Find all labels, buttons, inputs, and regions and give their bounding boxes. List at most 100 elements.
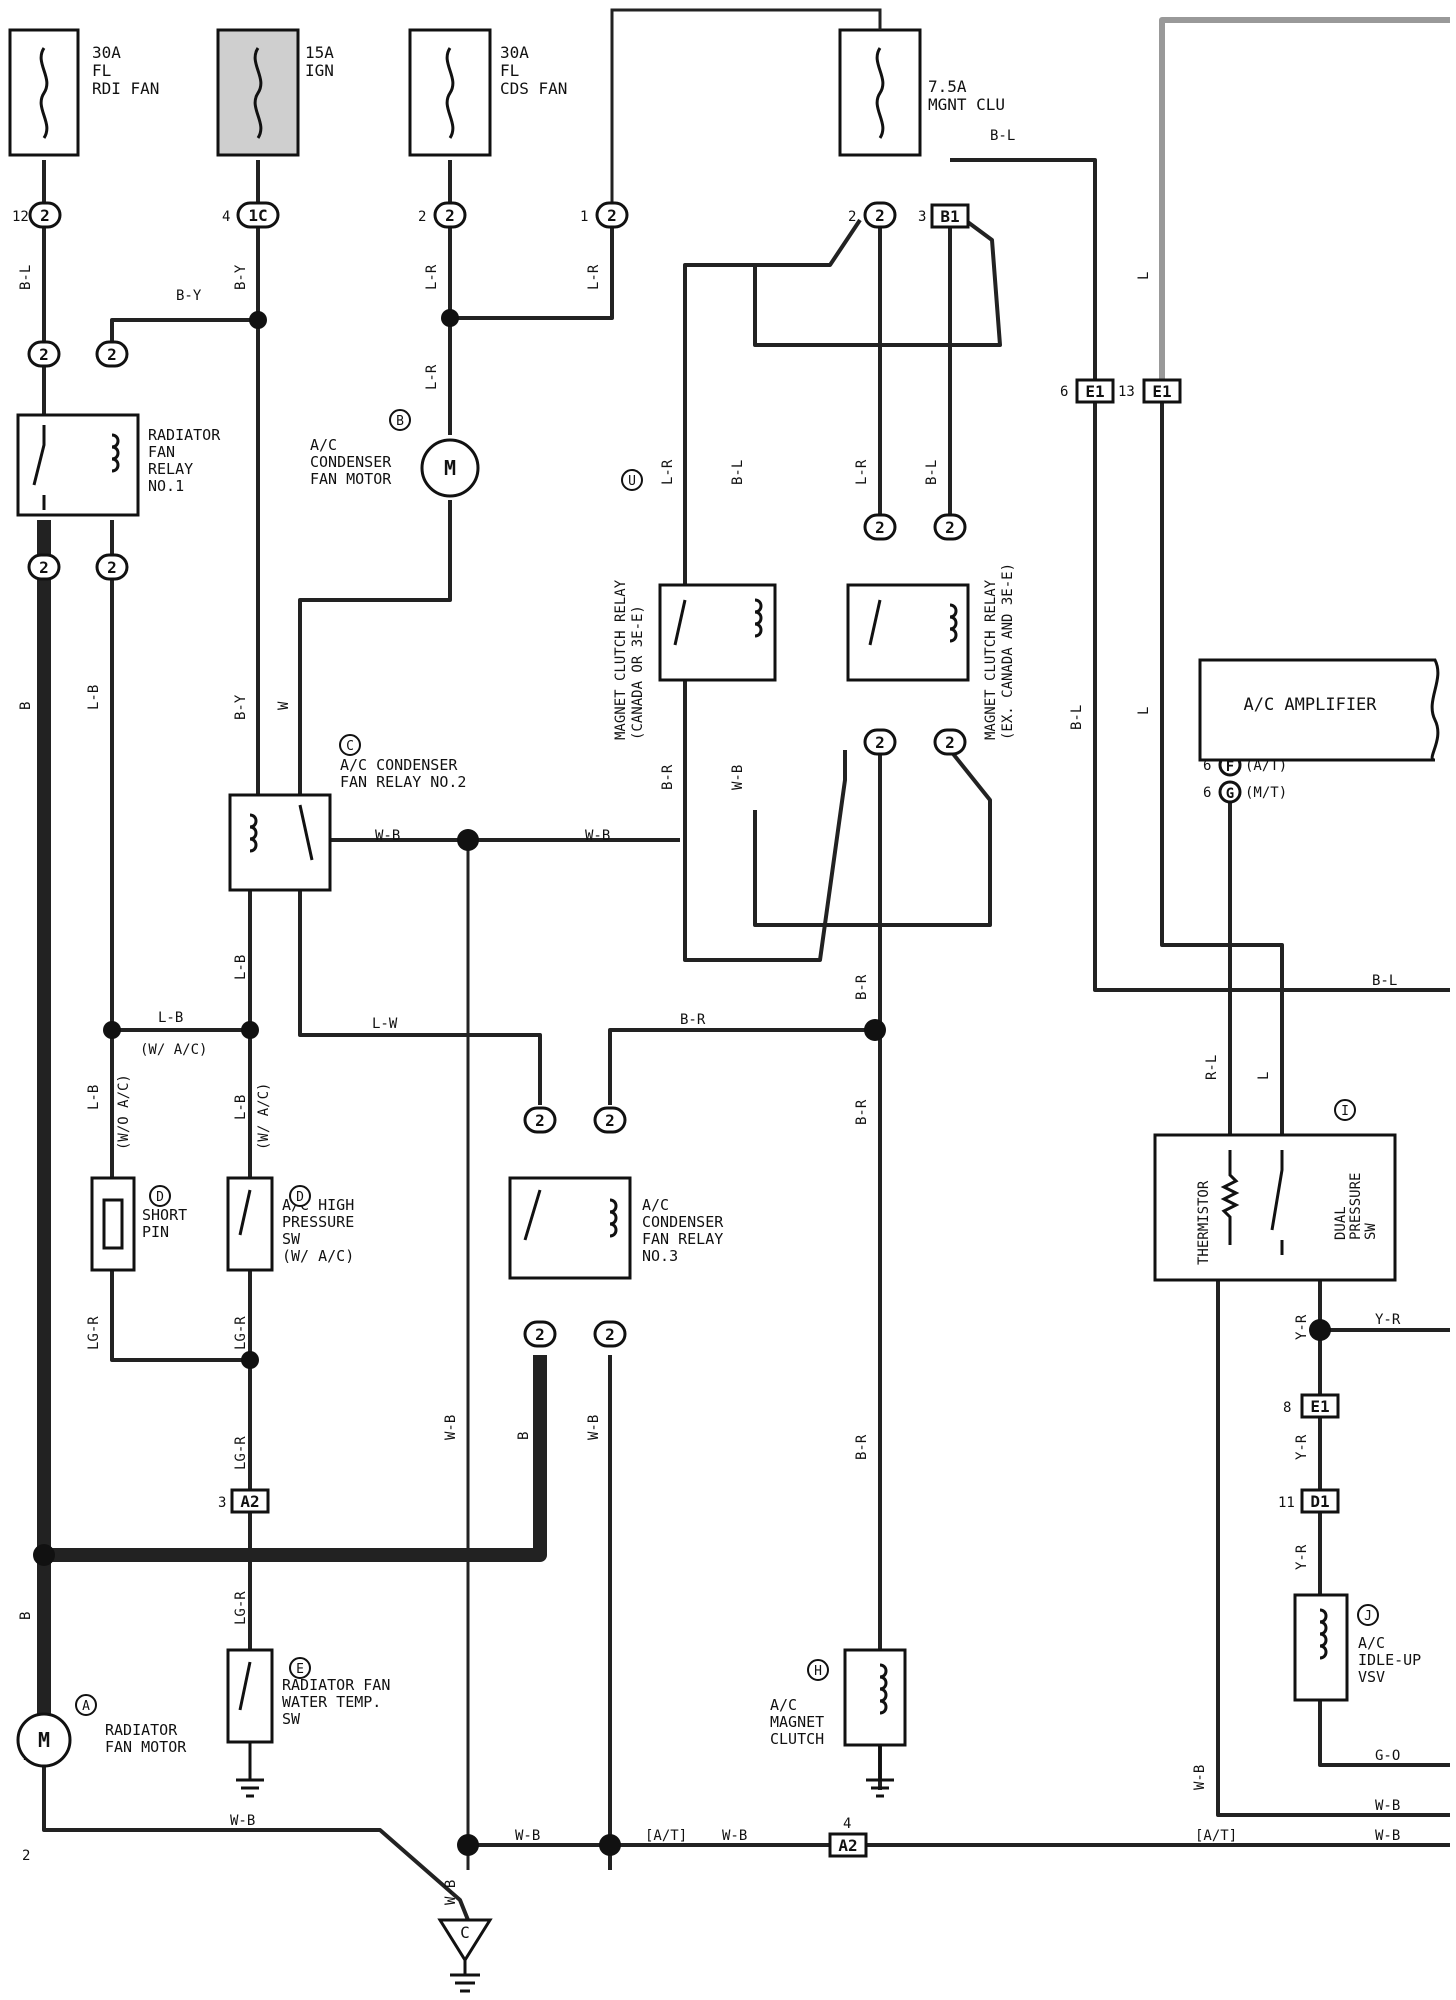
- component-letter: [289, 1185, 311, 1207]
- component-label: A/C AMPLIFIER: [1243, 695, 1377, 715]
- component-letter-text: B: [396, 414, 404, 429]
- component-label: A/C: [770, 1696, 797, 1714]
- junction-dot: [33, 1544, 55, 1566]
- wire-thermistor-pin3: [1216, 1280, 1450, 1817]
- component-letter: [289, 1657, 311, 1679]
- component-label: A/C CONDENSER: [340, 756, 458, 774]
- wire-color-label: B: [18, 702, 34, 710]
- wire-color-label: B-L: [730, 460, 746, 485]
- junction-dot: [457, 829, 479, 851]
- component-label: RADIATOR: [148, 426, 221, 444]
- pin-number: 4: [222, 209, 230, 225]
- component-letter: [807, 1659, 829, 1681]
- wire-mc-bl: [950, 158, 1097, 380]
- ac-amplifier: A/C AMPLIFIER: [1198, 658, 1440, 762]
- connector-badge: [595, 201, 629, 229]
- note-label: (M/T): [1245, 785, 1287, 801]
- component-letter-text: C: [346, 739, 354, 754]
- connector-label: 2: [945, 733, 955, 752]
- component-label: (EX. CANADA AND 3E-E): [1000, 563, 1016, 740]
- connector-badge: [863, 201, 897, 229]
- wire-color-label: W: [276, 701, 292, 710]
- wire-by-branch: [110, 318, 258, 345]
- connector-badge: [933, 513, 967, 541]
- wire-color-label: LG-R: [233, 1591, 249, 1625]
- component-label: WATER TEMP.: [282, 1693, 381, 1711]
- component-label: SHORT: [142, 1206, 187, 1224]
- component-label: RADIATOR: [105, 1721, 178, 1739]
- wire-l-loop: [1160, 400, 1284, 1140]
- component-label: FAN: [148, 443, 175, 461]
- wire-mc-loop: [753, 748, 992, 927]
- connector-badge: [828, 1832, 868, 1858]
- wire-mc-left-b: [753, 218, 1002, 347]
- pin-number: 11: [1278, 1495, 1295, 1511]
- wire-br: [608, 1028, 875, 1105]
- wire-color-label: W-B: [1192, 1765, 1208, 1790]
- wire-color-label: Y-R: [1294, 1434, 1310, 1460]
- wire-motor-pin1-w: [298, 500, 452, 795]
- pin-number: 6: [1203, 785, 1211, 801]
- ac-condenser-fan-relay-no3: A/C CONDENSER FAN RELAY NO.3: [508, 1176, 724, 1280]
- component-label: RELAY: [148, 460, 193, 478]
- connector-label: 2: [40, 206, 50, 225]
- connector-badge: [236, 201, 280, 229]
- wire-color-label: W-B: [443, 1880, 459, 1905]
- fuse-type: MGNT CLU: [928, 95, 1005, 114]
- pin-number: 1: [580, 209, 588, 225]
- wire-color-label: W-B: [586, 1415, 602, 1440]
- ac-magnet-clutch: A/C MAGNET CLUTCH: [770, 1648, 907, 1798]
- connector-badge: [593, 1320, 627, 1348]
- junction-dot: [103, 1021, 121, 1039]
- connector-label: 2: [605, 1325, 615, 1344]
- component-letter: [1334, 1099, 1356, 1121]
- wire-color-label: B-R: [854, 1099, 870, 1125]
- thermistor-dual-pressure-sw: THERMISTOR DUAL PRESSURE SW: [1153, 1133, 1397, 1282]
- wire-color-label: B: [18, 1612, 34, 1620]
- wire-color-label: W-B: [730, 765, 746, 790]
- component-letter: [149, 1185, 171, 1207]
- wire-color-label: B-L: [924, 460, 940, 485]
- connector-badge: [433, 201, 467, 229]
- component-label: CONDENSER: [642, 1213, 724, 1231]
- pin-number: 6: [1060, 384, 1068, 400]
- component-label: FAN MOTOR: [105, 1738, 187, 1756]
- component-label: VSV: [1358, 1668, 1385, 1686]
- connector-label: 1C: [248, 206, 267, 225]
- connector-badge: [230, 1488, 270, 1514]
- wire-color-label: B-R: [854, 1434, 870, 1460]
- wire-lr-branch: [450, 215, 614, 320]
- wire-color-label: B-Y: [233, 694, 249, 720]
- component-label: DUAL: [1333, 1206, 1349, 1240]
- wire-l-top: [1159, 17, 1450, 380]
- connector-badge: [28, 201, 62, 229]
- component-label: MAGNET CLUTCH RELAY: [613, 579, 629, 740]
- wire-color-label: B-R: [660, 764, 676, 790]
- wire-color-label: L-B: [233, 1095, 249, 1120]
- component-label: NO.1: [148, 477, 184, 495]
- wire-color-label: B-L: [1372, 973, 1397, 989]
- wire-color-label: Y-R: [1294, 1314, 1310, 1340]
- connector-label: B1: [940, 207, 959, 226]
- connector-badge: [95, 340, 129, 368]
- connector-label: D1: [1310, 1492, 1329, 1511]
- wire-color-label: L: [1256, 1072, 1272, 1080]
- wire-color-label: L-R: [586, 264, 602, 290]
- connector-badge: [95, 553, 129, 581]
- component-letter-text: D: [156, 1190, 164, 1205]
- connector-badge: [1300, 1488, 1340, 1514]
- wire-color-label: W-B: [722, 1828, 747, 1844]
- component-letter-text: I: [1341, 1104, 1349, 1119]
- note-label: (W/O A/C): [116, 1074, 132, 1150]
- connector-badge: [930, 203, 970, 229]
- wire-color-label: L-R: [660, 459, 676, 485]
- wire-short-pin-loop: [110, 1030, 250, 1362]
- wire-mc-left: [683, 218, 862, 962]
- component-label: PRESSURE: [282, 1213, 354, 1231]
- wire-color-label: Y-R: [1375, 1312, 1401, 1328]
- connector-badge: [523, 1320, 557, 1348]
- radiator-fan-relay-no1: RADIATOR FAN RELAY NO.1: [16, 413, 221, 517]
- connector-label: 2: [605, 1111, 615, 1130]
- component-letter-text: E: [296, 1662, 304, 1677]
- ground-label: C: [460, 1923, 470, 1942]
